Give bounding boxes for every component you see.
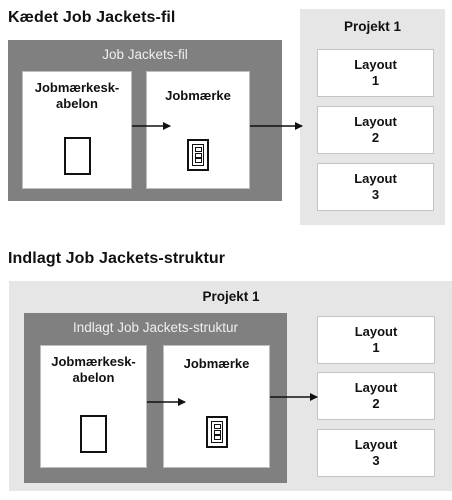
embedded-ticket-card: Jobmærke bbox=[163, 345, 270, 468]
layout-label: Layout bbox=[354, 324, 398, 339]
ticket-label: Jobmærke bbox=[183, 356, 250, 371]
linked-layout-3: Layout 3 bbox=[317, 163, 434, 211]
layout-label: Layout bbox=[354, 380, 398, 395]
linked-ticket-card: Jobmærke bbox=[146, 71, 250, 189]
layout-label: Layout bbox=[354, 171, 397, 186]
layout-number: 2 bbox=[372, 396, 380, 411]
template-label-line2: abelon bbox=[56, 96, 98, 111]
layout-number: 2 bbox=[371, 130, 380, 145]
linked-layout-1: Layout 1 bbox=[317, 49, 434, 97]
blank-page-icon bbox=[80, 415, 107, 453]
blank-page-icon bbox=[64, 137, 91, 175]
embedded-project-label: Projekt 1 bbox=[202, 289, 260, 304]
template-label-line1: Jobmærkesk- bbox=[51, 354, 136, 369]
job-jackets-file-label: Job Jackets-fil bbox=[102, 47, 188, 62]
template-label-line2: abelon bbox=[72, 370, 115, 385]
layout-label: Layout bbox=[354, 57, 397, 72]
layout-number: 3 bbox=[372, 453, 380, 468]
linked-layout-2: Layout 2 bbox=[317, 106, 434, 154]
embedded-layout-3: Layout 3 bbox=[317, 429, 435, 477]
template-label-line1: Jobmærkesk- bbox=[34, 80, 120, 95]
ticket-label: Jobmærke bbox=[165, 88, 231, 103]
embedded-template-card: Jobmærkesk- abelon bbox=[40, 345, 147, 468]
linked-section-title: Kædet Job Jackets-fil bbox=[8, 9, 176, 26]
layout-number: 1 bbox=[371, 73, 380, 88]
linked-project-label: Projekt 1 bbox=[343, 19, 402, 34]
embedded-section-title: Indlagt Job Jackets-struktur bbox=[8, 250, 226, 267]
linked-template-card: Jobmærkesk- abelon bbox=[22, 71, 132, 189]
embedded-structure-label: Indlagt Job Jackets-struktur bbox=[72, 320, 239, 335]
embedded-layout-1: Layout 1 bbox=[317, 316, 435, 364]
layout-label: Layout bbox=[354, 437, 398, 452]
job-ticket-icon bbox=[187, 139, 209, 171]
embedded-layout-2: Layout 2 bbox=[317, 372, 435, 420]
layout-number: 1 bbox=[372, 340, 380, 355]
layout-number: 3 bbox=[371, 187, 380, 202]
job-ticket-icon bbox=[206, 416, 228, 448]
layout-label: Layout bbox=[354, 114, 397, 129]
